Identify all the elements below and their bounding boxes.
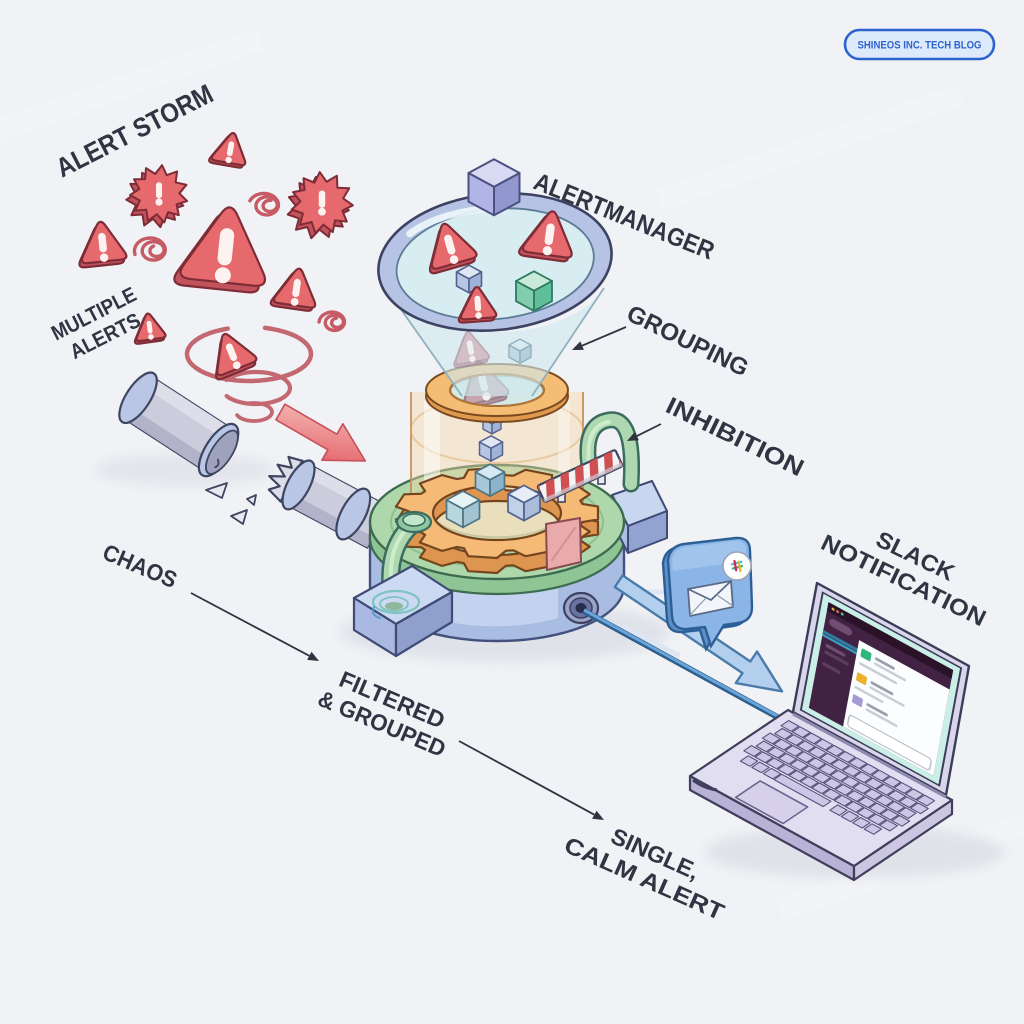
svg-text:SHINEOS INC. TECH BLOG: SHINEOS INC. TECH BLOG (858, 40, 982, 52)
